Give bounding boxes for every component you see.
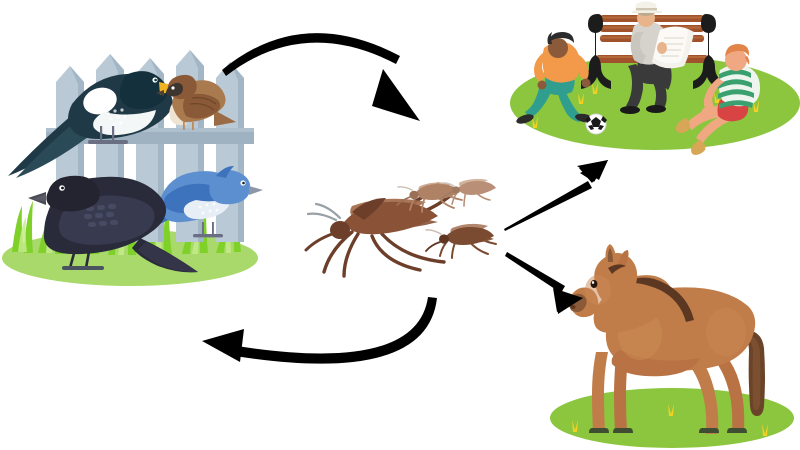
mosquito-small-3 <box>425 223 497 259</box>
boy-playing-soccer <box>516 32 593 124</box>
sparrow <box>156 74 236 130</box>
park-group <box>510 1 800 155</box>
mosquito-swarm <box>304 178 497 278</box>
horse-group <box>550 244 794 448</box>
magpie <box>8 71 181 178</box>
grass-tufts <box>572 404 768 436</box>
arrow-mosquitoes-to-birds <box>202 297 437 364</box>
arrow-mosquitoes-to-horse <box>505 252 583 314</box>
grass-tufts <box>532 82 759 128</box>
soccer-ball <box>585 113 607 135</box>
horse <box>568 244 765 434</box>
man-reading-newspaper <box>620 1 694 114</box>
mosquito-small-2 <box>440 178 496 207</box>
boy-sitting <box>675 44 760 155</box>
mosquito-large <box>304 182 452 278</box>
mosquito-small-1 <box>396 182 463 213</box>
arrow-birds-to-mosquitoes <box>222 33 420 121</box>
crow <box>28 175 198 273</box>
arrow-mosquitoes-to-humans <box>504 160 608 231</box>
